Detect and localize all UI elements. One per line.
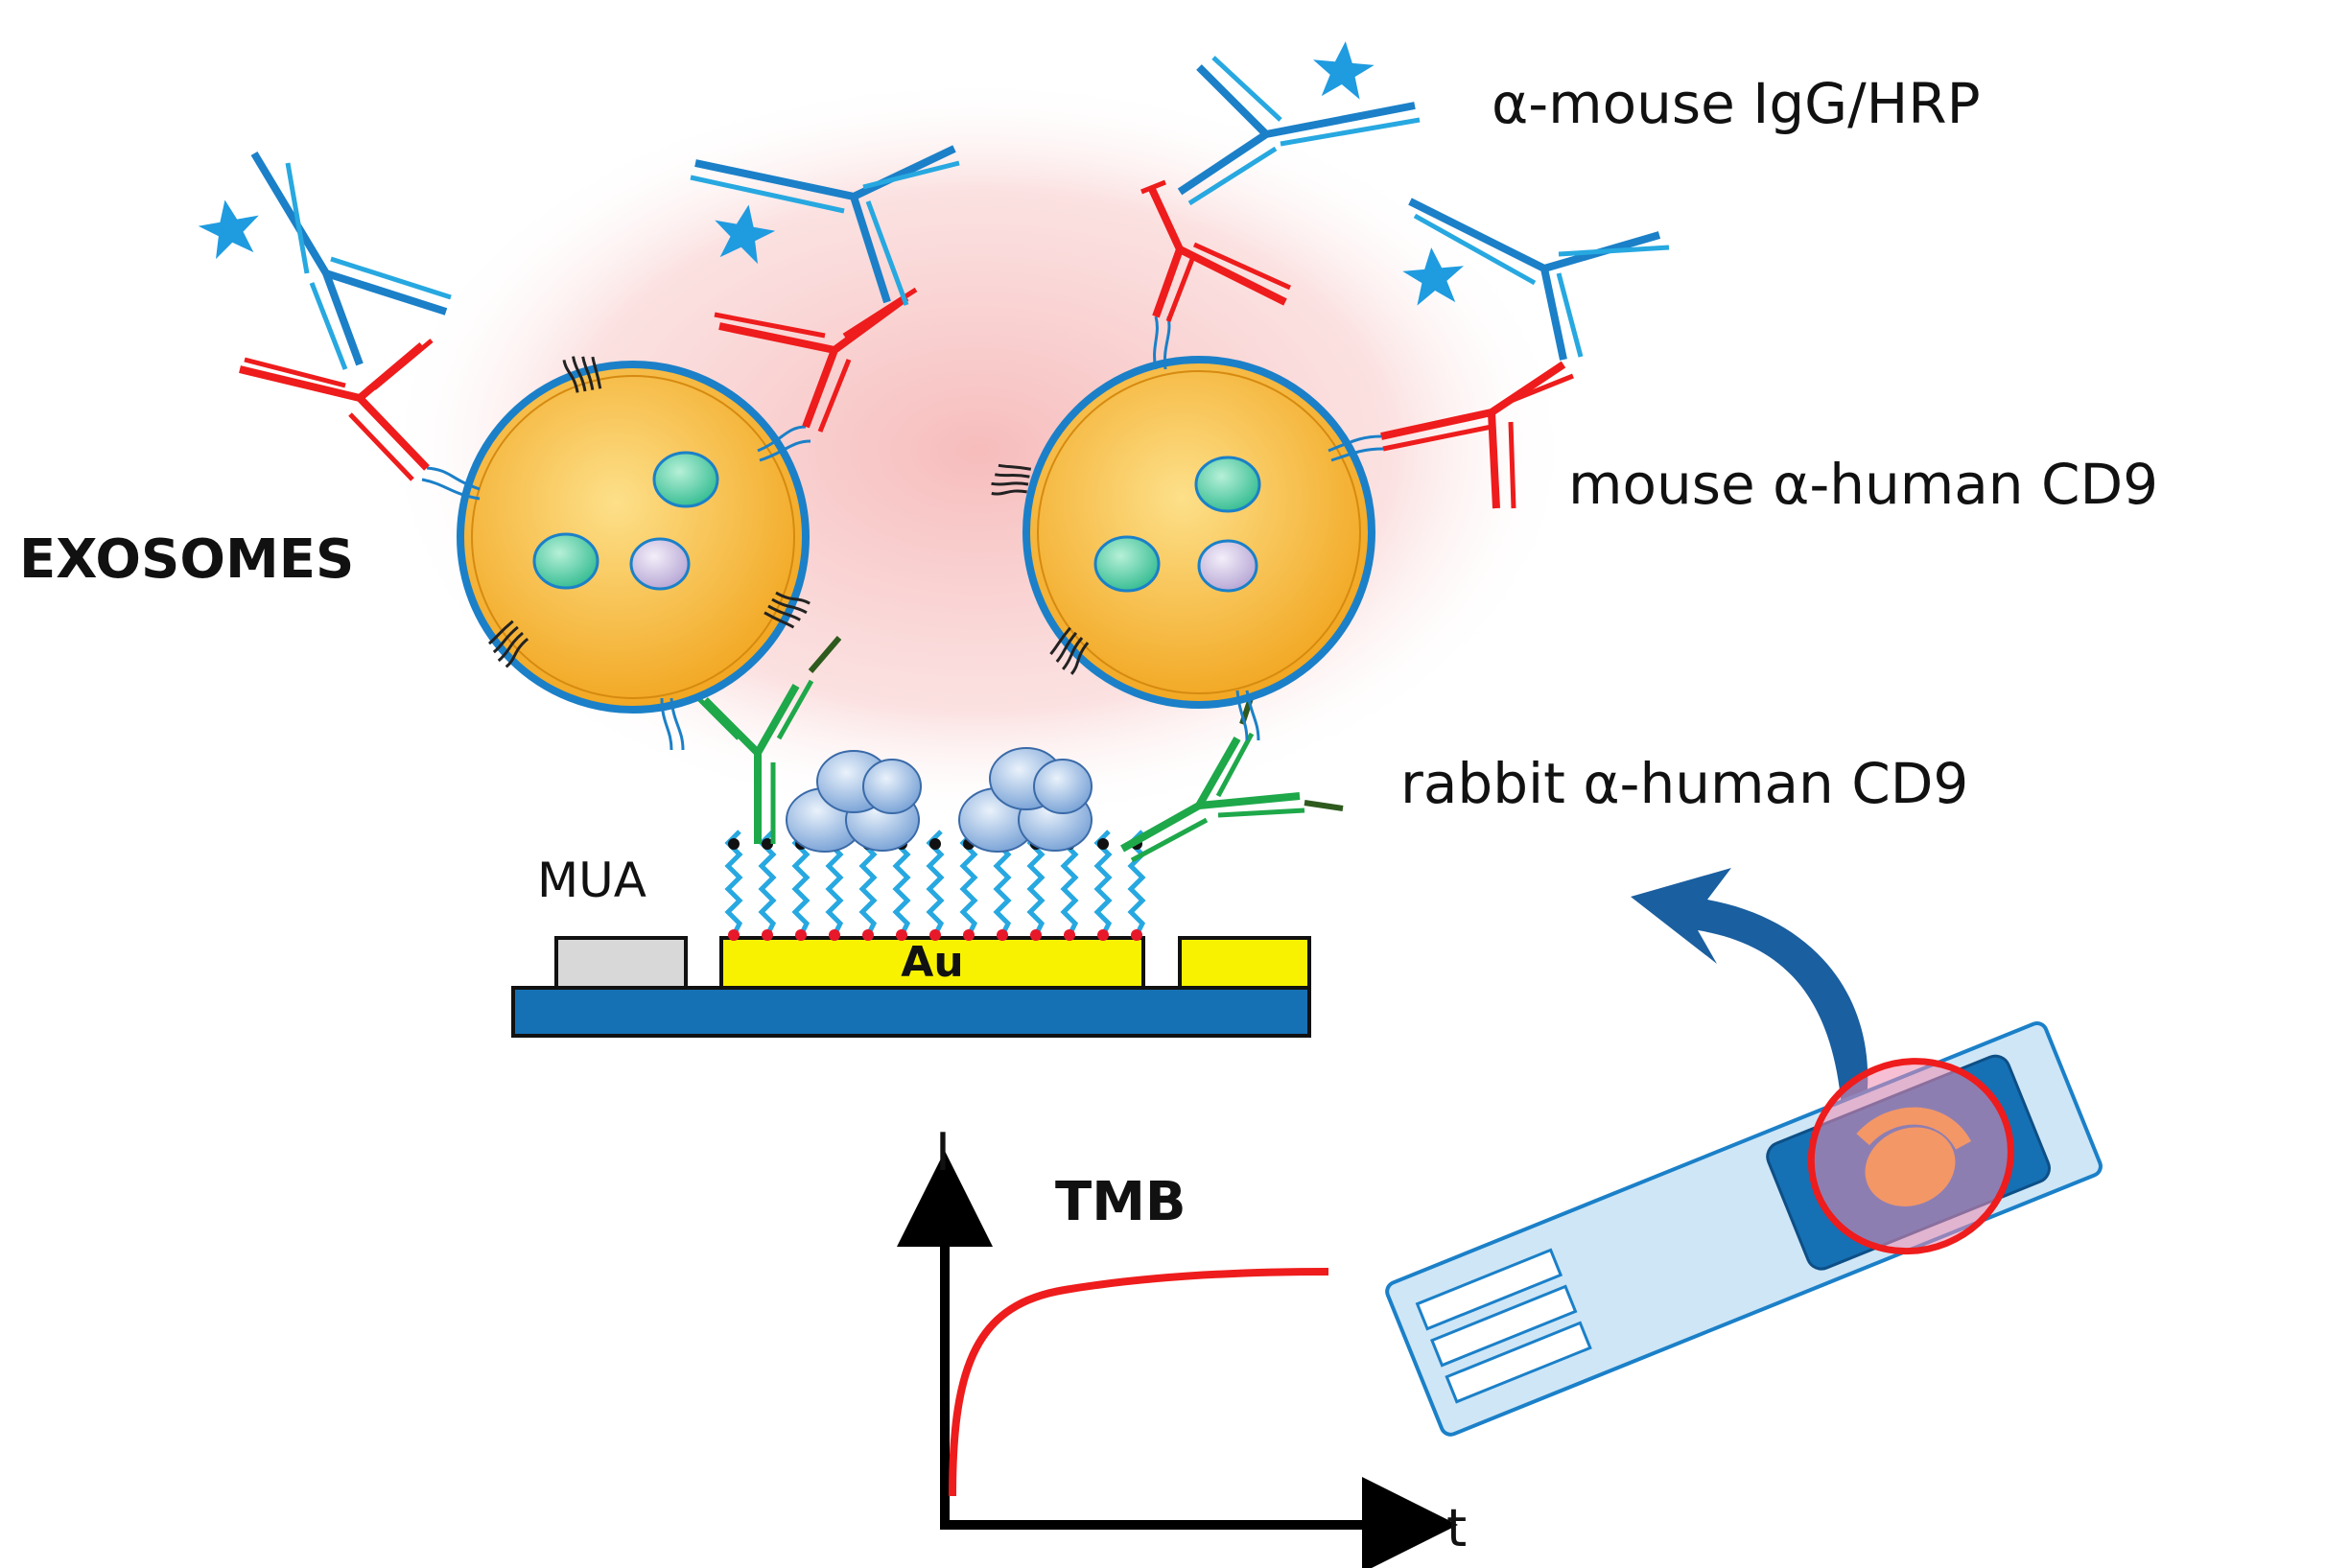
hrp-antibody-1	[194, 151, 452, 370]
current-curve	[949, 1268, 1329, 1497]
blocking-protein-cluster-1	[786, 750, 922, 853]
capture-antibody-label: rabbit α-human CD9	[1400, 751, 1968, 816]
mouse-antibody-1	[239, 339, 434, 481]
carboxyl-head	[929, 838, 941, 850]
mua-label: MUA	[537, 853, 646, 908]
thiol-anchor	[929, 929, 941, 941]
hrp-antibody-2	[690, 145, 960, 306]
y-axis-label: I	[935, 1122, 951, 1182]
exosomes-label: EXOSOMES	[19, 528, 354, 591]
x-axis-label: t	[1446, 1498, 1467, 1558]
thiol-anchor	[795, 929, 807, 941]
strip-contact-3	[1445, 1321, 1592, 1404]
carboxyl-head	[762, 838, 773, 850]
electrode-label: Au	[901, 938, 963, 987]
mouse-antibody-3	[1140, 179, 1292, 322]
thiol-anchor	[896, 929, 907, 941]
mua-monolayer	[724, 830, 1146, 941]
thiol-anchor	[997, 929, 1008, 941]
hrp-antibody-4	[1400, 198, 1670, 361]
mouse-antibody-4	[1380, 361, 1574, 509]
substrate-label: TMB	[1055, 1171, 1187, 1233]
carboxyl-head	[728, 838, 740, 850]
hrp-antibody-3	[1177, 38, 1421, 206]
counter-pad	[1178, 936, 1311, 990]
thiol-anchor	[762, 929, 773, 941]
detection-antibody-label: α-mouse IgG/HRP	[1492, 71, 1981, 136]
carboxyl-head	[1097, 838, 1109, 850]
screen-printed-electrode-strip	[1385, 1020, 2103, 1437]
exosome-right	[988, 316, 1384, 741]
exosome-left	[421, 351, 813, 751]
thiol-anchor	[1131, 929, 1142, 941]
thiol-anchor	[1030, 929, 1042, 941]
thiol-anchor	[728, 929, 740, 941]
magnified-region	[1807, 1058, 2014, 1255]
substrate-base	[511, 986, 1311, 1038]
curved-arrow	[1631, 868, 1868, 1108]
reference-pad	[554, 936, 688, 990]
strip-contact-2	[1429, 1284, 1578, 1368]
mouse-antibody-2	[714, 287, 918, 433]
thiol-anchor	[963, 929, 975, 941]
thiol-anchor	[829, 929, 840, 941]
thiol-anchor	[1064, 929, 1075, 941]
sensor-electrode: Au	[511, 936, 1311, 1038]
primary-antibody-label: mouse α-human CD9	[1568, 452, 2158, 517]
current-time-plot: I t TMB	[897, 1122, 1467, 1568]
strip-contact-1	[1415, 1248, 1563, 1331]
thiol-anchor	[1097, 929, 1109, 941]
thiol-anchor	[862, 929, 874, 941]
blocking-protein-cluster-2	[958, 747, 1093, 853]
